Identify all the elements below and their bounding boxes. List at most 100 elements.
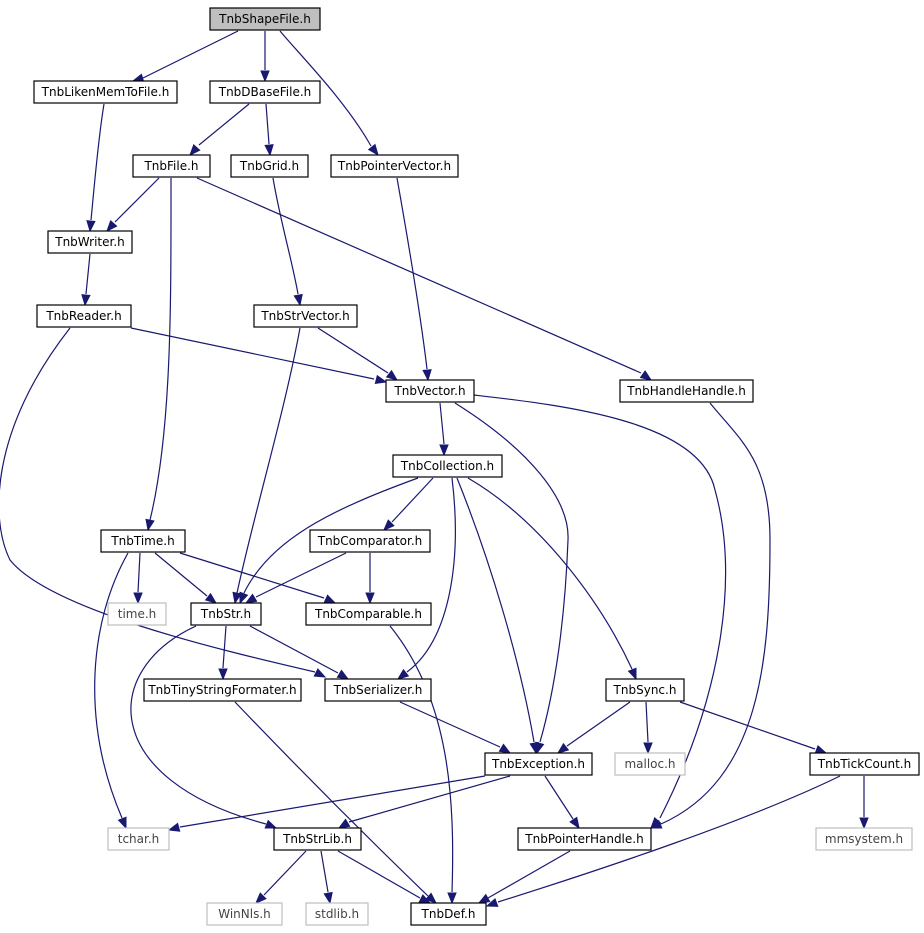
edge-line [467, 477, 633, 670]
arrowhead [485, 897, 499, 907]
edge-TnbTime-to-TnbStr [154, 552, 218, 604]
edge-line [85, 253, 91, 295]
node-label: TnbSerializer.h [333, 683, 423, 697]
edge-TnbShapeFile-to-TnbDBaseFile [260, 31, 270, 83]
edge-TnbShapeFile-to-TnbLikenMemToFile [131, 30, 239, 83]
edge-TnbGrid-to-TnbStrVector [272, 177, 303, 307]
node-label: TnbStr.h [200, 607, 251, 621]
node-label: TnbGrid.h [239, 159, 299, 173]
node-TnbGrid[interactable]: TnbGrid.h [230, 154, 309, 178]
arrowhead [498, 743, 512, 754]
node-stdlib: stdlib.h [305, 902, 369, 926]
node-TnbDBaseFile[interactable]: TnbDBaseFile.h [209, 80, 321, 104]
node-TnbReader[interactable]: TnbReader.h [36, 304, 132, 328]
arrowhead [145, 518, 155, 532]
node-box [107, 602, 167, 626]
node-TnbCollection[interactable]: TnbCollection.h [392, 454, 503, 478]
node-WinNls: WinNls.h [206, 902, 283, 926]
node-label: TnbTime.h [110, 534, 174, 548]
node-TnbWriter[interactable]: TnbWriter.h [47, 230, 133, 254]
arrowhead [424, 892, 438, 904]
edge-TnbCollection-to-TnbException [456, 477, 539, 755]
edge-TnbFile-to-TnbWriter [106, 177, 160, 233]
node-label: TnbStrVector.h [260, 309, 349, 323]
node-TnbHandleHandle[interactable]: TnbHandleHandle.h [619, 379, 754, 403]
node-TnbSync[interactable]: TnbSync.h [605, 678, 685, 702]
arrowhead [323, 891, 333, 905]
node-label: TnbVector.h [393, 384, 465, 398]
edge-line [456, 477, 535, 743]
node-TnbTickCount[interactable]: TnbTickCount.h [809, 752, 920, 776]
edge-TnbVector-to-TnbCollection [439, 402, 449, 457]
node-TnbPointerVector[interactable]: TnbPointerVector.h [330, 154, 459, 178]
edge-line [320, 850, 329, 893]
node-tchar: tchar.h [107, 827, 170, 851]
edge-TnbPointerHandle-to-TnbDef [477, 850, 571, 904]
node-TnbStrLib[interactable]: TnbStrLib.h [273, 827, 362, 851]
edge-TnbStrLib-to-WinNls [255, 850, 307, 904]
arrowhead [385, 369, 399, 381]
node-time: time.h [107, 602, 167, 626]
arrowhead [323, 594, 337, 604]
edge-TnbWriter-to-TnbReader [81, 253, 91, 307]
arrowhead [627, 667, 637, 681]
node-TnbTinyStringFormater[interactable]: TnbTinyStringFormater.h [143, 678, 302, 702]
edge-line [249, 625, 339, 674]
node-TnbSerializer[interactable]: TnbSerializer.h [324, 678, 432, 702]
node-label: TnbDef.h [421, 907, 476, 921]
edge-TnbPointerVector-to-TnbVector [396, 177, 432, 382]
node-TnbException[interactable]: TnbException.h [484, 752, 593, 776]
node-TnbComparator[interactable]: TnbComparator.h [309, 529, 431, 553]
node-TnbFile[interactable]: TnbFile.h [132, 154, 211, 178]
arrowhead [86, 220, 96, 233]
node-TnbLikenMemToFile[interactable]: TnbLikenMemToFile.h [33, 80, 178, 104]
edge-line [497, 775, 841, 903]
edge-TnbStr-to-TnbSerializer [249, 625, 350, 680]
edge-line [396, 177, 428, 370]
edge-line [130, 625, 267, 825]
node-TnbStr[interactable]: TnbStr.h [190, 602, 262, 626]
node-box [517, 827, 652, 851]
node-TnbShapeFile[interactable]: TnbShapeFile.h [209, 7, 321, 31]
node-label: TnbLikenMemToFile.h [41, 85, 170, 99]
edge-TnbTickCount-to-TnbDef [485, 775, 841, 907]
node-TnbComparable[interactable]: TnbComparable.h [305, 602, 432, 626]
edge-line [660, 402, 771, 825]
arrowhead [336, 669, 350, 680]
edge-TnbReader-to-TnbVector [130, 327, 388, 385]
node-box [324, 678, 432, 702]
node-TnbVector[interactable]: TnbVector.h [385, 379, 475, 403]
node-label: tchar.h [118, 832, 160, 846]
node-TnbDef[interactable]: TnbDef.h [410, 902, 487, 926]
node-box [100, 529, 186, 553]
edge-TnbStrLib-to-stdlib [320, 850, 333, 905]
node-label: TnbHandleHandle.h [626, 384, 746, 398]
node-box [385, 379, 475, 403]
edge-TnbDBaseFile-to-TnbGrid [264, 103, 274, 157]
edge-TnbTime-to-tchar [94, 552, 129, 830]
arrowhead [383, 519, 395, 531]
node-box [815, 827, 913, 851]
edge-TnbLikenMemToFile-to-TnbWriter [86, 103, 105, 233]
edge-line [154, 552, 208, 597]
node-box [107, 827, 170, 851]
edge-layer [0, 30, 869, 907]
edge-TnbDBaseFile-to-TnbFile [189, 103, 250, 157]
node-box [209, 7, 321, 31]
node-box [33, 80, 178, 104]
node-box [143, 678, 302, 702]
node-box [410, 902, 487, 926]
node-box [309, 529, 431, 553]
node-TnbTime[interactable]: TnbTime.h [100, 529, 186, 553]
node-TnbPointerHandle[interactable]: TnbPointerHandle.h [517, 827, 652, 851]
node-label: TnbFile.h [143, 159, 198, 173]
edge-line [179, 552, 325, 599]
arrowhead [232, 591, 242, 605]
arrowhead [260, 70, 270, 83]
node-mmsystem: mmsystem.h [815, 827, 913, 851]
arrowhead [569, 816, 580, 830]
edge-line [198, 103, 250, 146]
node-TnbStrVector[interactable]: TnbStrVector.h [253, 304, 358, 328]
arrowhead [859, 817, 869, 830]
